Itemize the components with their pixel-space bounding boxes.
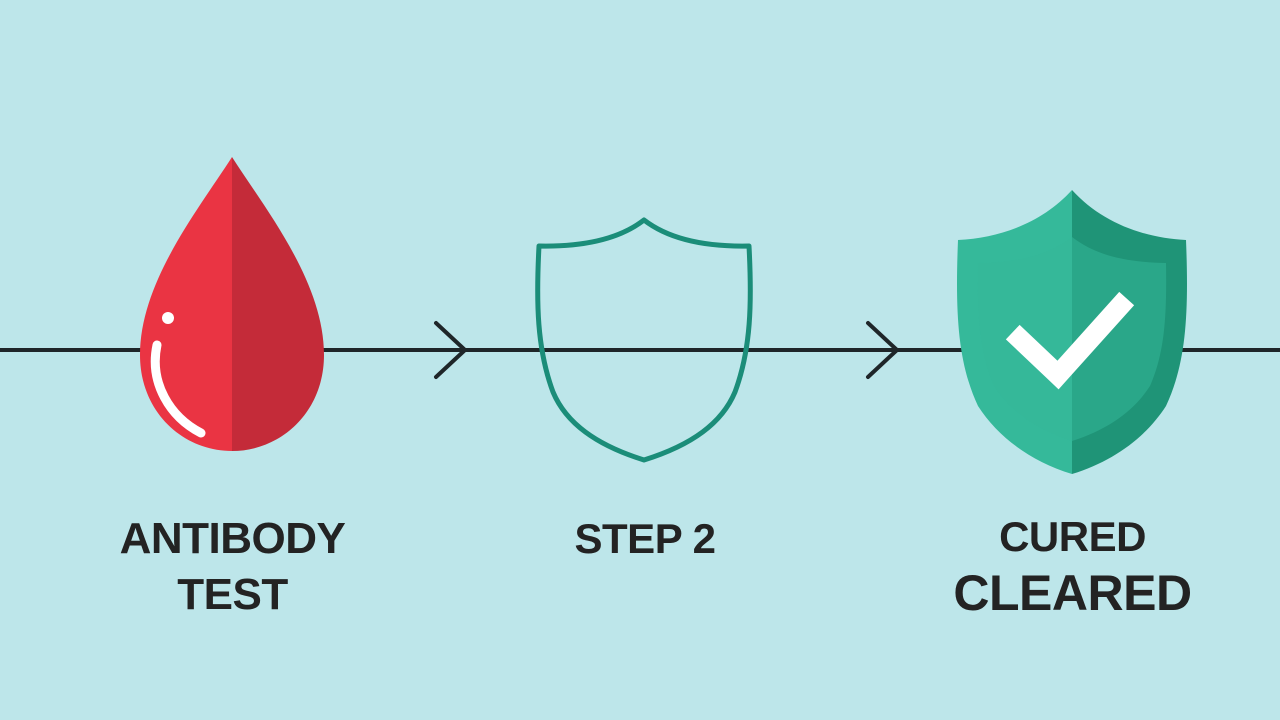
step-label-line: CLEARED — [953, 565, 1192, 621]
blood-drop-right-half — [232, 157, 324, 451]
shield-outline-icon — [535, 217, 753, 463]
step-label-line: TEST — [177, 570, 288, 619]
step-label-antibody-test: ANTIBODY TEST — [80, 511, 385, 623]
blood-drop-highlight — [150, 340, 206, 438]
blood-drop-icon — [140, 157, 324, 451]
step-label-cured-cleared: CURED CLEARED — [930, 511, 1215, 623]
blood-drop-left-half — [140, 157, 232, 451]
shield-inner-panel — [977, 237, 1167, 441]
blood-drop-highlight-dot — [162, 312, 174, 324]
step-label-line: ANTIBODY — [119, 514, 346, 563]
shield-check-icon — [957, 190, 1187, 474]
chevron-right-icon — [434, 321, 467, 379]
checkmark-icon — [1005, 291, 1135, 390]
chevron-right-icon — [866, 321, 899, 379]
step-label-line: CURED — [999, 513, 1146, 560]
step-label-step-2: STEP 2 — [520, 513, 770, 565]
step-label-line: STEP 2 — [574, 515, 716, 562]
